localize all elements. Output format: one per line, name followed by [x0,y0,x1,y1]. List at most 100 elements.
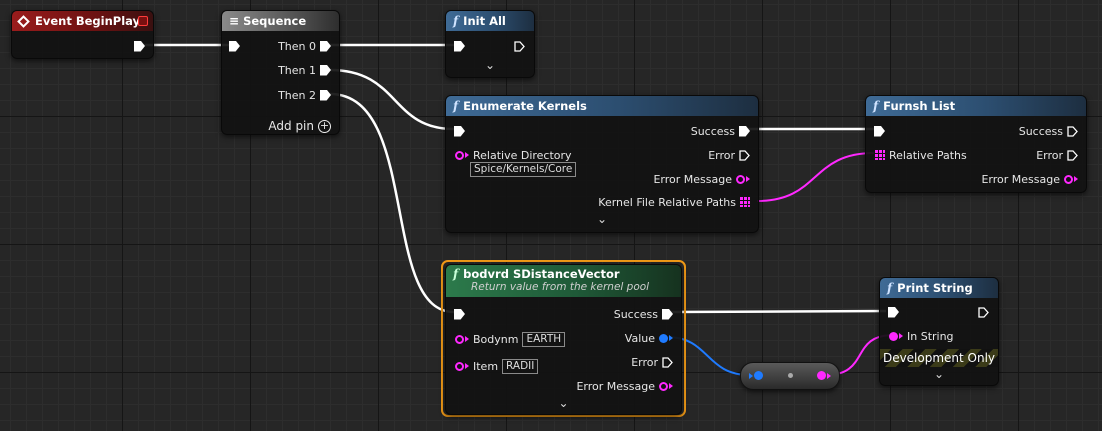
struct-input-pin[interactable] [749,371,763,380]
pin-label: Kernel File Relative Paths [598,195,736,209]
exec-in-pin[interactable] [454,124,465,138]
item-input[interactable]: RADII [502,358,539,374]
pin-label: Relative Directory [473,148,572,162]
pin-label: Error [1036,148,1063,162]
pin-label: Error Message [576,379,655,393]
pin-then-0[interactable]: Then 0 [274,39,331,53]
exec-out-pin[interactable] [134,39,145,53]
pin-label: Relative Paths [889,148,967,162]
string-output-pin[interactable] [817,371,831,380]
pin-label: In String [907,329,954,343]
pin-success[interactable]: Success [610,307,673,321]
node-title: Enumerate Kernels [463,99,587,113]
add-pin-button[interactable]: Add pin + [264,119,331,133]
add-circle-icon: + [318,118,331,133]
conversion-node[interactable] [740,362,840,390]
pin-error[interactable]: Error [627,355,673,369]
selection-outline [441,260,686,417]
exec-out-pin[interactable] [514,39,525,53]
pin-value[interactable]: Value [621,331,673,345]
exec-in-pin[interactable] [229,39,240,53]
exec-in-pin[interactable] [888,305,899,319]
exec-wire-success-print [669,309,887,314]
pin-error[interactable]: Error [704,148,750,162]
pin-label: Then 1 [278,63,316,77]
chevron-down-icon[interactable]: ⌄ [596,212,608,226]
node-title: Furnsh List [883,99,956,113]
pin-label: Then 0 [278,39,316,53]
pin-error-message[interactable]: Error Message [572,379,673,393]
pin-label: Value [624,331,655,345]
dev-only-label: Development Only [882,351,996,365]
node-header: f Init All [446,11,534,31]
stop-icon [138,16,148,26]
pin-label: Item [473,359,499,373]
chevron-down-icon[interactable]: ⌄ [558,396,569,410]
exec-out-pin[interactable] [978,305,989,319]
node-header: f Print String [880,278,998,298]
node-event-beginplay[interactable]: Event BeginPlay [11,10,154,59]
chevron-down-icon[interactable]: ⌄ [484,58,496,72]
relative-directory-input[interactable]: Spice/Kernels/Core [470,161,577,177]
exec-in-pin[interactable] [454,307,465,321]
function-icon: f [453,99,459,113]
exec-in-pin[interactable] [874,124,885,138]
node-print-string[interactable]: f Print String In String Development Onl… [879,277,999,386]
function-icon: f [873,99,879,113]
pin-success[interactable]: Success [1015,124,1078,138]
chevron-down-icon[interactable]: ⌄ [933,367,945,381]
node-header: f Furnsh List [866,96,1086,116]
node-header: f Enumerate Kernels [446,96,758,116]
function-icon: f [887,281,893,295]
function-icon: f [453,14,459,28]
node-furnsh-list[interactable]: f Furnsh List Success Relative Paths Err… [865,95,1087,193]
node-title: Sequence [243,14,307,28]
node-bodvrd[interactable]: f bodvrd SDistanceVector Return value fr… [445,264,682,415]
array-pin-icon [740,197,750,207]
node-sequence[interactable]: ≡ Sequence Then 0 Then 1 Then 2 Add pin … [221,10,340,135]
pin-label: Success [613,307,658,321]
pin-error[interactable]: Error [1032,148,1078,162]
node-enumerate-kernels[interactable]: f Enumerate Kernels Success Relative Dir… [445,95,759,233]
node-title: bodvrd SDistanceVector [463,267,620,281]
pin-label: Error Message [981,172,1060,186]
pin-label: Bodynm [473,332,519,346]
exec-in-pin[interactable] [454,39,465,53]
node-title: Print String [897,281,973,295]
pin-then-1[interactable]: Then 1 [274,63,331,77]
pin-relative-paths[interactable]: Relative Paths [875,148,971,162]
pin-label: Then 2 [278,88,316,102]
node-header: Event BeginPlay [12,11,153,31]
pin-label: Success [1018,124,1063,138]
pin-in-string[interactable]: In String [889,329,958,343]
node-header: ≡ Sequence [222,11,339,31]
bodynm-input[interactable]: EARTH [522,331,566,347]
node-subtitle: Return value from the kernel pool [471,281,650,293]
exec-wire-then1-enumerate [329,68,455,131]
function-icon: f [453,267,459,281]
string-wire-paths [756,152,875,202]
exec-wire-then2-bodvrd [329,92,455,314]
add-pin-label: Add pin [268,119,314,133]
sequence-icon: ≡ [229,14,240,28]
event-diamond-icon [17,14,30,28]
array-pin-icon [875,150,885,160]
node-title: Init All [463,14,506,28]
pin-kernel-paths[interactable]: Kernel File Relative Paths [594,195,750,209]
pin-relative-directory[interactable]: Relative Directory [455,148,576,162]
development-only-banner: Development Only [880,349,998,367]
pin-label: Error [631,355,658,369]
pin-error-message[interactable]: Error Message [977,172,1078,186]
pin-bodynm[interactable]: Bodynm EARTH [455,331,566,347]
field-value: Spice/Kernels/Core [470,161,577,177]
pin-item[interactable]: Item RADII [455,358,539,374]
node-title: Event BeginPlay [35,14,141,28]
pin-success[interactable]: Success [687,124,750,138]
pin-error-message[interactable]: Error Message [649,172,750,186]
pin-then-2[interactable]: Then 2 [274,88,331,102]
convert-dot-icon [788,373,793,378]
node-init-all[interactable]: f Init All ⌄ [445,10,535,78]
pin-label: Success [690,124,735,138]
node-header: f bodvrd SDistanceVector Return value fr… [446,265,681,297]
pin-label: Error [708,148,735,162]
